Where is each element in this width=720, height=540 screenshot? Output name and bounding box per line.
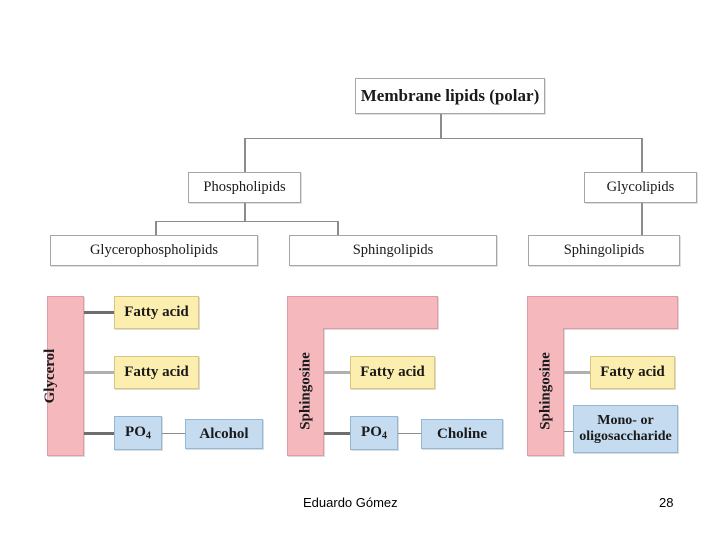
node-glycolipids-label: Glycolipids	[606, 178, 675, 195]
backbone-sphingosine-1-arm[interactable]	[323, 296, 438, 329]
connector-root-down	[440, 114, 442, 138]
bond-glycerol-fatty-acid-1	[84, 311, 116, 314]
component-saccharide-line2: oligosaccharide	[579, 429, 672, 444]
node-sphingolipids-phospho-label: Sphingolipids	[352, 241, 434, 258]
component-fatty-acid-2-label: Fatty acid	[124, 364, 189, 381]
node-phospholipids-label: Phospholipids	[203, 178, 286, 195]
component-phosphate-2-label: PO4	[361, 424, 387, 442]
backbone-glycerol[interactable]	[47, 296, 84, 456]
node-glycerophospholipids[interactable]: Glycerophospholipids	[50, 235, 258, 266]
component-fatty-acid-4[interactable]: Fatty acid	[590, 356, 675, 389]
connector-to-glycolipids	[641, 138, 643, 172]
node-membrane-lipids-label: Membrane lipids (polar)	[360, 85, 540, 105]
component-phosphate-2[interactable]: PO4	[350, 416, 398, 450]
connector-phospholipids-bus	[155, 221, 338, 222]
component-fatty-acid-3[interactable]: Fatty acid	[350, 356, 435, 389]
component-phosphate-1[interactable]: PO4	[114, 416, 162, 450]
connector-glycolipids-down	[641, 203, 643, 235]
connector-level2-bus	[244, 138, 642, 139]
component-alcohol[interactable]: Alcohol	[185, 419, 263, 449]
bond-glycerol-phosphate	[84, 432, 116, 435]
node-glycolipids[interactable]: Glycolipids	[584, 172, 697, 203]
bond-phosphate-alcohol	[162, 433, 186, 434]
component-choline-label: Choline	[436, 425, 487, 442]
component-alcohol-label: Alcohol	[199, 425, 249, 442]
component-fatty-acid-2[interactable]: Fatty acid	[114, 356, 199, 389]
connector-phospholipids-down	[244, 203, 246, 221]
node-membrane-lipids[interactable]: Membrane lipids (polar)	[355, 78, 545, 114]
node-sphingolipids-glyco-label: Sphingolipids	[563, 241, 645, 258]
backbone-glycerol-label: Glycerol	[41, 348, 58, 404]
backbone-sphingosine-1-stem[interactable]	[287, 296, 324, 456]
node-phospholipids[interactable]: Phospholipids	[188, 172, 301, 203]
connector-to-phospholipids	[244, 138, 246, 172]
backbone-sphingosine-2-label: Sphingosine	[537, 352, 553, 430]
footer-page-number: 28	[659, 495, 674, 510]
component-saccharide-line1: Mono- or	[597, 413, 654, 429]
node-sphingolipids-glyco[interactable]: Sphingolipids	[528, 235, 680, 266]
node-sphingolipids-phospho[interactable]: Sphingolipids	[289, 235, 497, 266]
bond-sphingosine-2-fatty-acid	[564, 371, 592, 374]
component-saccharide[interactable]: Mono- or oligosaccharide	[573, 405, 678, 453]
backbone-sphingosine-1-label: Sphingosine	[297, 352, 313, 430]
bond-glycerol-fatty-acid-2	[84, 371, 116, 374]
connector-to-glycerophospholipids	[155, 221, 157, 235]
footer-author: Eduardo Gómez	[303, 495, 398, 510]
backbone-sphingosine-2-arm[interactable]	[563, 296, 678, 329]
component-fatty-acid-3-label: Fatty acid	[360, 364, 425, 381]
component-phosphate-1-label: PO4	[125, 424, 151, 442]
bond-phosphate-choline	[398, 433, 422, 434]
component-choline[interactable]: Choline	[421, 419, 503, 449]
component-fatty-acid-1[interactable]: Fatty acid	[114, 296, 199, 329]
backbone-sphingosine-2-stem[interactable]	[527, 296, 564, 456]
component-fatty-acid-4-label: Fatty acid	[600, 364, 665, 381]
bond-sphingosine-1-fatty-acid	[324, 371, 352, 374]
component-fatty-acid-1-label: Fatty acid	[124, 304, 189, 321]
connector-to-sphingolipids-a	[337, 221, 339, 235]
node-glycerophospholipids-label: Glycerophospholipids	[89, 241, 219, 258]
bond-sphingosine-1-phosphate	[324, 432, 352, 435]
